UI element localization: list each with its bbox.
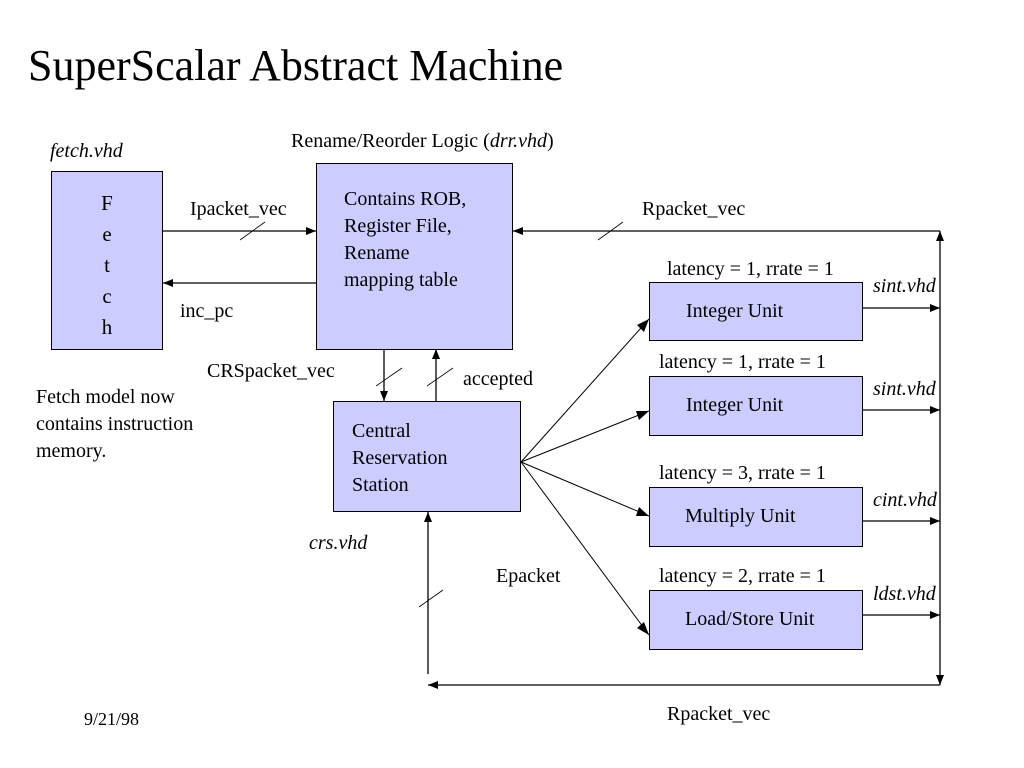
inc-pc-label: inc_pc <box>180 300 234 322</box>
unit-1-file-label: sint.vhd <box>873 275 936 297</box>
unit-3-file-label: cint.vhd <box>873 489 937 511</box>
note-line: Fetch model now <box>36 386 175 408</box>
unit-2-name: Integer Unit <box>686 394 784 416</box>
integer-unit-1-block: Integer Unit <box>649 282 863 341</box>
ipacket-label: Ipacket_vec <box>190 198 287 220</box>
integer-unit-2-block: Integer Unit <box>649 376 863 436</box>
load-store-unit-block: Load/Store Unit <box>649 590 863 650</box>
rename-reorder-block: Contains ROB, Register File, Rename mapp… <box>316 163 513 350</box>
fetch-letter: e <box>102 222 112 246</box>
unit-2-params: latency = 1, rrate = 1 <box>659 351 826 373</box>
epacket-arrowhead-4 <box>637 622 649 635</box>
rename-caption-text: Rename/Reorder Logic ( <box>291 130 490 152</box>
fetch-letter: F <box>101 191 113 215</box>
unit-4-params: latency = 2, rrate = 1 <box>659 565 826 587</box>
fetch-block: F e t c h <box>51 171 163 350</box>
epacket-arrow-1 <box>520 318 650 463</box>
fetch-letter: c <box>102 284 112 308</box>
rename-line: mapping table <box>344 269 458 291</box>
epacket-label: Epacket <box>496 565 561 587</box>
unit-3-name: Multiply Unit <box>685 505 796 527</box>
slide-date: 9/21/98 <box>84 709 140 729</box>
slide-title: SuperScalar Abstract Machine <box>28 41 564 90</box>
rename-line: Register File, <box>344 215 452 237</box>
unit-2-file-label: sint.vhd <box>873 378 936 400</box>
crspacket-bus-slash <box>375 367 403 387</box>
rpacket-top-bus-slash <box>597 221 624 241</box>
epacket-arrowhead-3 <box>636 507 649 516</box>
rpacket-top-label: Rpacket_vec <box>642 198 746 220</box>
ipacket-bus-slash <box>239 221 266 241</box>
fetch-letter: t <box>104 253 110 277</box>
crs-line: Central <box>352 420 411 442</box>
accepted-label: accepted <box>463 368 533 390</box>
unit-1-name: Integer Unit <box>686 300 784 322</box>
note-line: contains instruction <box>36 413 194 435</box>
unit-3-params: latency = 3, rrate = 1 <box>659 462 826 484</box>
rename-line: Contains ROB, <box>344 188 467 210</box>
fetch-file-label: fetch.vhd <box>50 140 123 162</box>
unit-1-params: latency = 1, rrate = 1 <box>667 258 834 280</box>
crs-feedback-bus-slash <box>418 589 444 608</box>
crs-line: Station <box>352 474 409 496</box>
unit-4-file-label: ldst.vhd <box>873 583 936 605</box>
rpacket-bottom-label: Rpacket_vec <box>667 703 771 725</box>
crspacket-label: CRSpacket_vec <box>207 360 335 382</box>
fetch-note: Fetch model now contains instruction mem… <box>36 384 193 465</box>
rename-file-label: drr.vhd <box>489 130 548 152</box>
accepted-bus-slash <box>426 367 454 387</box>
epacket-arrow-4 <box>520 461 650 636</box>
unit-4-name: Load/Store Unit <box>685 608 815 630</box>
crs-file-label: crs.vhd <box>309 532 368 554</box>
crs-line: Reservation <box>352 447 448 469</box>
fetch-letter: h <box>101 315 113 339</box>
rename-caption-close: ) <box>547 130 554 152</box>
epacket-arrow-3 <box>520 461 650 517</box>
epacket-arrow-2 <box>520 410 650 463</box>
epacket-arrowhead-2 <box>636 411 649 420</box>
multiply-unit-block: Multiply Unit <box>649 487 863 547</box>
central-reservation-station-block: Central Reservation Station <box>333 401 521 512</box>
epacket-arrowhead-1 <box>637 319 649 332</box>
note-line: memory. <box>36 440 107 462</box>
rename-caption: Rename/Reorder Logic (drr.vhd) <box>291 129 554 153</box>
rename-line: Rename <box>344 242 410 264</box>
